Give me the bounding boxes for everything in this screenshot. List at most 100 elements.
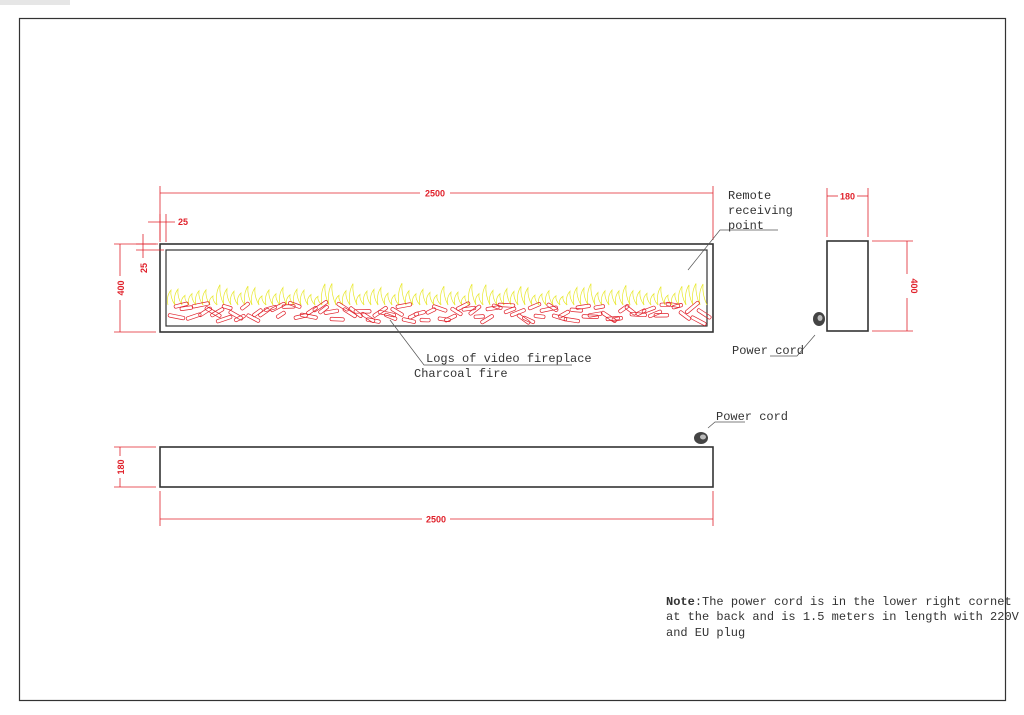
log-mark (349, 306, 363, 318)
flame-mark (237, 292, 246, 306)
flame-mark (272, 292, 281, 306)
log-mark (690, 315, 707, 326)
flame-mark (643, 292, 652, 306)
flame-mark (657, 286, 666, 306)
flame-mark (447, 291, 456, 306)
log-mark (522, 315, 536, 324)
log-mark (581, 314, 599, 319)
log-mark (618, 304, 630, 314)
log-mark (503, 306, 517, 314)
top-width-dim: 2500 (426, 515, 446, 525)
power-cord-leader (770, 334, 816, 357)
log-mark (558, 309, 570, 319)
flame-mark (685, 284, 694, 306)
flame-mark (279, 286, 288, 306)
flame-mark (461, 295, 470, 306)
power-cord-leader (707, 421, 745, 429)
flame-mark (426, 291, 435, 306)
border-dim-v: 25 (139, 263, 149, 273)
log-mark (653, 313, 670, 318)
log-mark (527, 302, 542, 311)
log-mark (384, 312, 398, 321)
top-tab (0, 0, 70, 5)
log-mark (306, 306, 318, 316)
flame-mark (524, 286, 533, 306)
log-mark (276, 310, 286, 319)
log-mark (167, 313, 186, 321)
log-mark (179, 305, 194, 311)
log-mark (647, 309, 663, 319)
log-mark (551, 313, 568, 322)
log-mark (270, 301, 286, 312)
power-cord-icon (694, 432, 708, 444)
flame-mark (475, 292, 484, 306)
log-mark (539, 305, 558, 313)
flame-mark (601, 289, 610, 306)
log-mark (635, 308, 647, 316)
log-mark (228, 310, 244, 321)
log-mark (395, 302, 412, 309)
flames (167, 283, 708, 306)
log-mark (593, 304, 605, 310)
flame-mark (468, 283, 477, 306)
flame-mark (566, 290, 575, 306)
flame-mark (538, 292, 547, 306)
log-mark (263, 305, 277, 312)
drawing-frame (18, 17, 1007, 702)
flame-mark (167, 288, 176, 306)
flame-mark (454, 291, 463, 306)
log-mark (473, 314, 485, 319)
flame-mark (482, 284, 491, 306)
note-prefix: Note (666, 595, 695, 609)
log-mark (685, 301, 700, 314)
log-mark (659, 302, 672, 307)
logs (167, 300, 712, 326)
logs-label: Logs of video fireplace (426, 352, 592, 366)
flame-mark (559, 295, 568, 306)
log-mark (210, 307, 225, 318)
log-mark (432, 304, 448, 313)
log-mark (312, 300, 329, 313)
note-line-1: Note:The power cord is in the lower righ… (666, 595, 1012, 609)
flame-mark (328, 283, 337, 306)
flame-mark (342, 289, 351, 306)
flame-mark (496, 292, 505, 306)
log-mark (390, 307, 404, 317)
remote-label-1: Remote (728, 189, 771, 203)
log-mark (191, 301, 210, 309)
log-mark (215, 314, 233, 324)
log-mark (365, 317, 381, 324)
depth-dimension (826, 188, 913, 332)
top-depth-dim: 180 (116, 459, 126, 474)
log-mark (185, 312, 202, 321)
side-outline (826, 240, 869, 332)
log-mark (360, 311, 376, 323)
log-mark (509, 308, 526, 318)
log-mark (407, 311, 420, 320)
front-width-dim: 2500 (425, 189, 445, 199)
flame-mark (209, 295, 218, 306)
log-mark (497, 302, 516, 308)
flame-mark (489, 289, 498, 306)
log-mark (563, 317, 580, 324)
flame-mark (293, 287, 302, 306)
log-mark (480, 314, 494, 325)
flame-mark (622, 285, 631, 306)
log-mark (575, 303, 591, 310)
top-power-cord-label: Power cord (716, 410, 788, 424)
log-mark (258, 307, 270, 318)
remote-leader (687, 229, 778, 271)
flame-mark (671, 292, 680, 306)
flame-mark (398, 283, 407, 306)
top-view: 180 2500 Power cord (114, 410, 788, 526)
flame-mark (664, 294, 673, 306)
flame-mark (265, 288, 274, 306)
log-mark (678, 310, 691, 321)
flame-mark (531, 294, 540, 306)
flame-mark (650, 292, 659, 306)
log-mark (600, 310, 617, 323)
log-mark (611, 316, 623, 322)
log-mark (329, 316, 345, 322)
flame-mark (286, 293, 295, 306)
